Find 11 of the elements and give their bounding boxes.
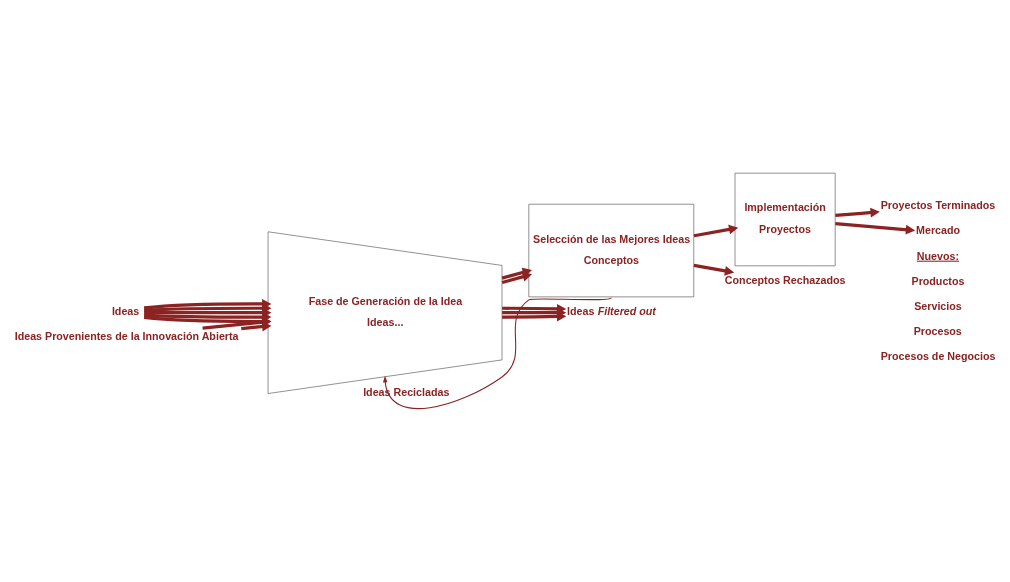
label: Nuevos:	[916, 249, 960, 262]
node-text: Conceptos Rechazados	[724, 273, 846, 286]
label: Productos	[911, 274, 965, 287]
node-text: Ideas	[111, 304, 140, 317]
node-text: Ideas Filtered out	[567, 304, 656, 317]
label: Procesos de Negocios	[880, 350, 996, 363]
node-text: Proyectos Terminados	[880, 199, 996, 212]
node-text: Mercado	[916, 224, 961, 237]
label: Servicios	[914, 299, 962, 312]
label: Procesos	[913, 325, 962, 338]
node-text: Ideas Provenientes de la Innovación Abierta	[14, 329, 239, 342]
